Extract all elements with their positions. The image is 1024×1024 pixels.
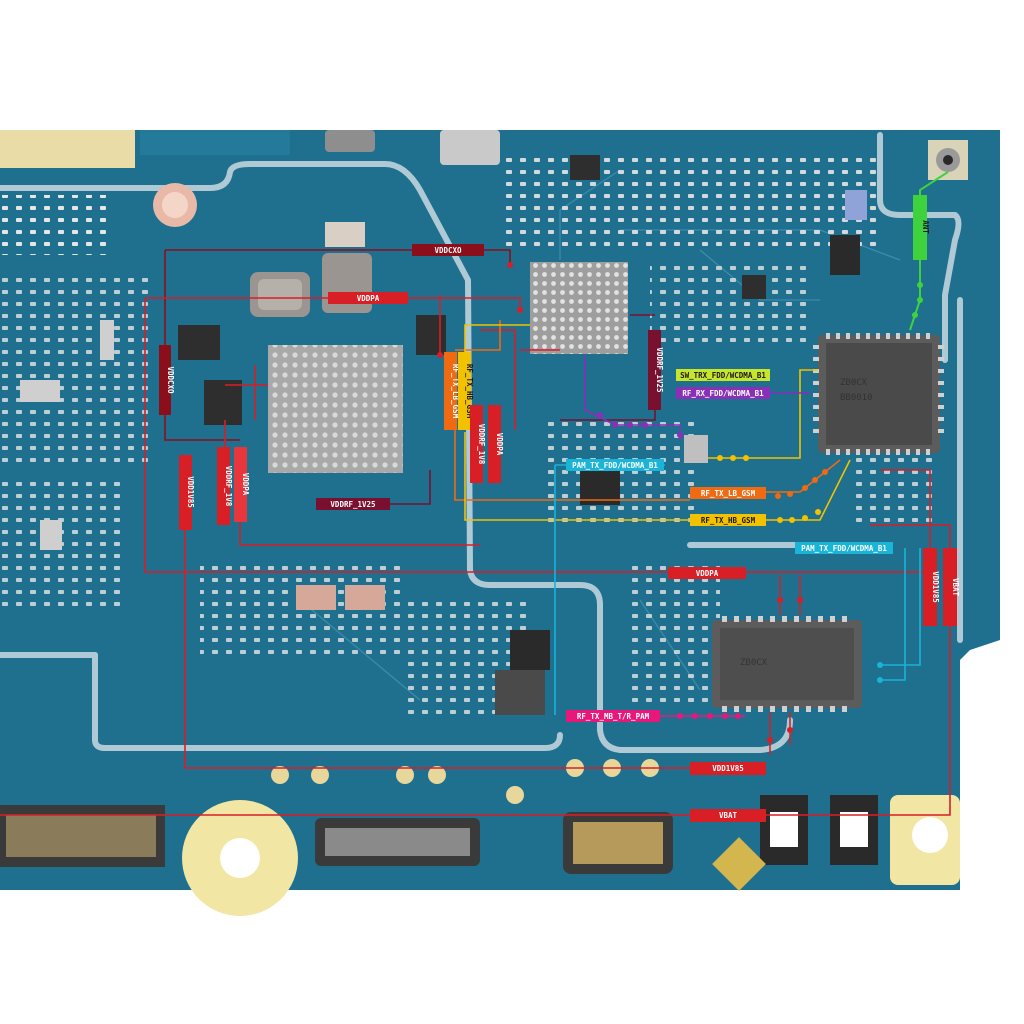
pa-chip: ZB0CX bbox=[712, 616, 862, 712]
svg-text:VDDCXO: VDDCXO bbox=[166, 366, 175, 394]
net-label-vddrf-1v25-right: VDDRF_1V25 bbox=[648, 330, 664, 410]
antenna-connector bbox=[928, 140, 968, 180]
net-label-vddpa-mid: VDDPA bbox=[488, 405, 504, 483]
net-label-rf-tx-hb-gsm-h: RF_TX_HB_GSM bbox=[690, 514, 766, 526]
net-label-vdd1v85-right: VDD1V85 bbox=[923, 548, 940, 626]
pa-marking: ZB0CX bbox=[740, 658, 768, 668]
net-label-ant: ANT bbox=[913, 195, 930, 260]
net-label-rf-rx: RF_RX_FDD/WCDMA_B1 bbox=[676, 387, 770, 399]
svg-text:VDDPA: VDDPA bbox=[357, 294, 380, 303]
net-label-rf-tx-hb-gsm-v: RF_TX_HB_GSM bbox=[458, 352, 474, 430]
svg-text:VDD1V85: VDD1V85 bbox=[186, 476, 195, 508]
passive-components-left bbox=[0, 195, 150, 610]
svg-text:RF_TX_LB_GSM: RF_TX_LB_GSM bbox=[451, 364, 460, 419]
svg-text:RF_TX_LB_GSM: RF_TX_LB_GSM bbox=[701, 489, 756, 498]
net-label-vddrf-1v8-left: VDDRF_1V8 bbox=[217, 447, 233, 525]
svg-text:RF_TX_HB_GSM: RF_TX_HB_GSM bbox=[701, 516, 756, 525]
net-label-vdd1v85-bottom: VDD1V85 bbox=[690, 762, 766, 775]
svg-text:SW_TRX_FDD/WCDMA_B1: SW_TRX_FDD/WCDMA_B1 bbox=[680, 371, 766, 380]
svg-text:VDDPA: VDDPA bbox=[696, 569, 719, 578]
net-label-pam-tx-2: PAM_TX_FDD/WCDMA_B1 bbox=[795, 542, 893, 554]
net-label-vddrf-1v8-mid: VDDRF_1V8 bbox=[470, 405, 486, 483]
board-connectors bbox=[0, 795, 878, 891]
svg-text:VDDRF_1V8: VDDRF_1V8 bbox=[224, 466, 233, 507]
svg-text:VDDCXO: VDDCXO bbox=[434, 246, 462, 255]
net-label-rf-tx-lb-gsm-v: RF_TX_LB_GSM bbox=[444, 352, 460, 430]
svg-text:PAM_TX_FDD/WCDMA_B1: PAM_TX_FDD/WCDMA_B1 bbox=[801, 544, 887, 553]
upper-bga-chip bbox=[530, 262, 628, 354]
net-vddcxo bbox=[164, 249, 511, 441]
net-label-rf-tx-mb: RF_TX_MB_T/R_PAM bbox=[566, 710, 660, 722]
transceiver-marking: ZB0CX bbox=[840, 378, 868, 388]
transceiver-marking-2: BB0010 bbox=[840, 393, 873, 403]
svg-text:VDDPA: VDDPA bbox=[241, 473, 250, 496]
svg-text:RF_RX_FDD/WCDMA_B1: RF_RX_FDD/WCDMA_B1 bbox=[682, 389, 764, 398]
svg-text:VDDPA: VDDPA bbox=[495, 433, 504, 456]
svg-text:RF_TX_MB_T/R_PAM: RF_TX_MB_T/R_PAM bbox=[577, 712, 650, 721]
svg-text:VDD1V85: VDD1V85 bbox=[931, 571, 940, 603]
passive-components-right bbox=[200, 150, 940, 720]
svg-text:RF_TX_HB_GSM: RF_TX_HB_GSM bbox=[465, 364, 474, 419]
net-label-vddpa-right: VDDPA bbox=[668, 567, 746, 579]
net-power-red bbox=[0, 295, 951, 816]
net-label-vddcxo-top: VDDCXO bbox=[412, 244, 484, 256]
net-label-vdd1v85-left: VDD1V85 bbox=[179, 455, 195, 530]
pmic-bga-chip bbox=[268, 345, 403, 473]
net-label-vbat-right: VBAT bbox=[943, 548, 960, 626]
net-label-vddcxo-side: VDDCXO bbox=[159, 345, 175, 415]
net-label-rf-tx-lb-gsm-h: RF_TX_LB_GSM bbox=[690, 487, 766, 499]
test-pads bbox=[271, 759, 659, 804]
net-label-vddrf-1v25-bottom: VDDRF_1V25 bbox=[316, 498, 390, 510]
net-label-pam-tx-1: PAM_TX_FDD/WCDMA_B1 bbox=[566, 459, 664, 471]
svg-text:PAM_TX_FDD/WCDMA_B1: PAM_TX_FDD/WCDMA_B1 bbox=[572, 461, 658, 470]
net-label-vbat-bottom: VBAT bbox=[690, 809, 766, 822]
net-rf-tx-hb-gsm bbox=[464, 324, 851, 521]
transceiver-chip: ZB0CX BB0010 bbox=[813, 333, 944, 455]
svg-text:ANT: ANT bbox=[921, 220, 930, 234]
svg-text:VDDRF_1V25: VDDRF_1V25 bbox=[330, 500, 375, 509]
svg-text:VDDRF_1V8: VDDRF_1V8 bbox=[477, 424, 486, 465]
svg-text:VDD1V85: VDD1V85 bbox=[712, 764, 744, 773]
small-chips bbox=[178, 155, 766, 463]
net-label-sw-trx: SW_TRX_FDD/WCDMA_B1 bbox=[676, 369, 770, 381]
net-label-vddpa-left: VDDPA bbox=[234, 447, 250, 522]
net-label-vddpa-top: VDDPA bbox=[328, 292, 408, 304]
svg-text:VBAT: VBAT bbox=[719, 811, 738, 820]
svg-text:VBAT: VBAT bbox=[951, 578, 960, 597]
net-dots bbox=[437, 262, 923, 743]
svg-text:VDDRF_1V25: VDDRF_1V25 bbox=[655, 347, 664, 392]
mounting-holes bbox=[153, 183, 960, 916]
